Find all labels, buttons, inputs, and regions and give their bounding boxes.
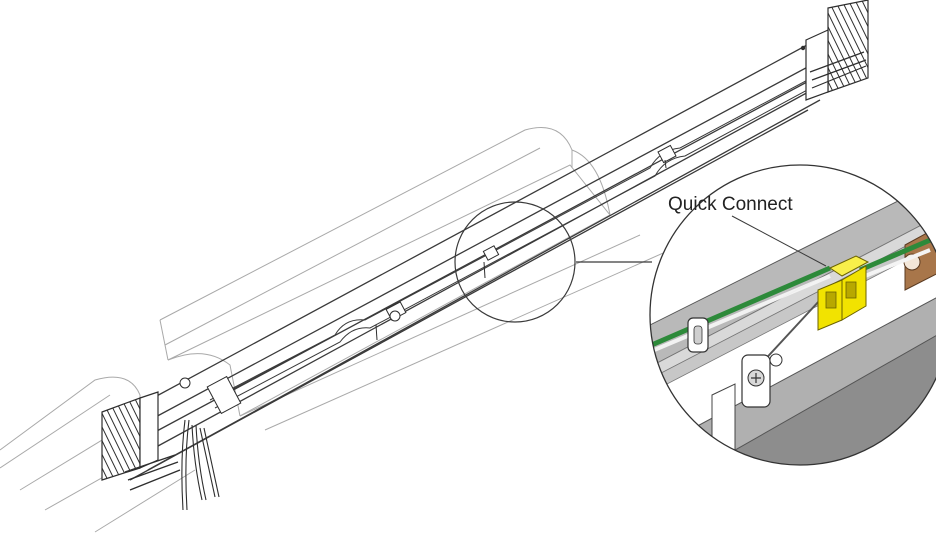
end-cap-left <box>101 391 181 491</box>
zoom-indicator-circle <box>454 201 652 323</box>
quick-connect-callout: Quick Connect <box>668 194 827 267</box>
quick-connect-label: Quick Connect <box>668 194 793 215</box>
end-cap-right <box>800 0 869 101</box>
magnified-detail <box>649 164 936 466</box>
track-hardware <box>179 144 677 415</box>
screw-icon <box>179 377 191 389</box>
ceiling-beam-outline <box>0 127 671 533</box>
hanging-wires <box>181 419 220 511</box>
screw-icon <box>389 310 401 322</box>
connector-icon <box>817 255 870 331</box>
